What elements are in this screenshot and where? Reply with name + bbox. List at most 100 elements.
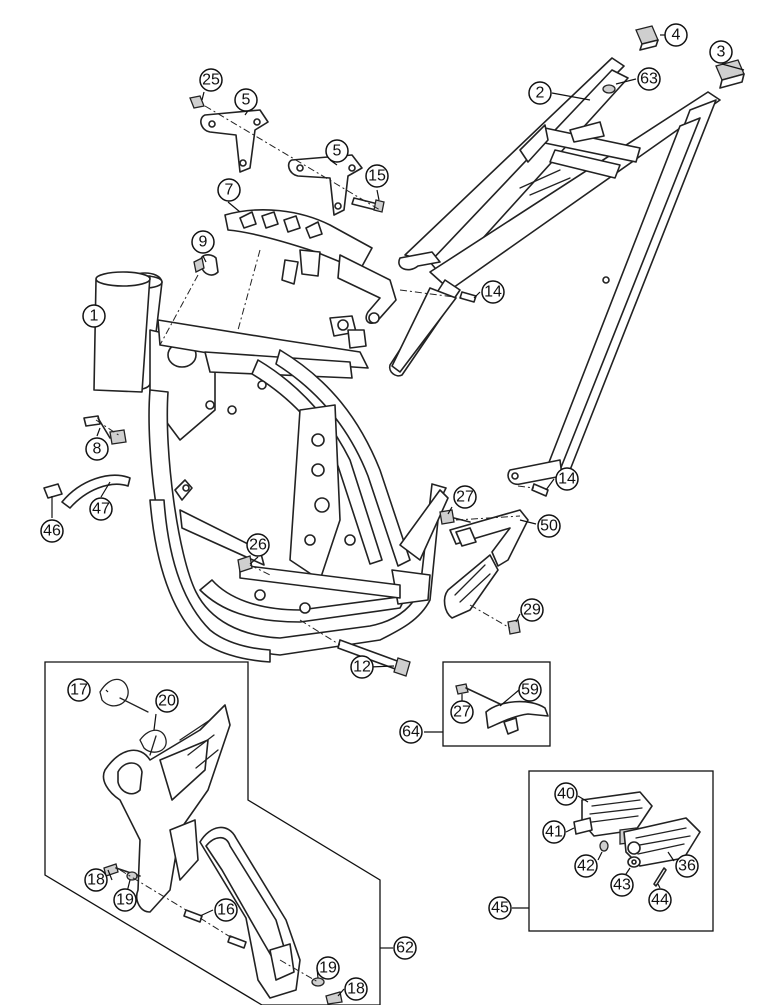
callout-14-lower: 14: [555, 467, 579, 491]
svg-text:16: 16: [217, 902, 235, 919]
callout-5-lower: 5: [325, 139, 349, 163]
hose-47: [61, 474, 131, 509]
chain-slider-59: [455, 683, 549, 735]
callout-15: 15: [365, 164, 389, 188]
svg-text:25: 25: [202, 72, 220, 89]
bracket-bolt-15: [351, 197, 385, 213]
callout-44: 44: [648, 888, 672, 912]
svg-text:17: 17: [70, 682, 88, 699]
bolt-14-lower: [531, 483, 549, 497]
svg-text:4: 4: [672, 27, 681, 44]
callout-45: 45: [488, 896, 512, 920]
callout-63: 62: [393, 936, 417, 960]
svg-text:5: 5: [242, 92, 251, 109]
svg-text:26: 26: [249, 537, 267, 554]
svg-text:64: 64: [402, 724, 420, 741]
rubber-grommet-62: [602, 78, 637, 94]
bolt-26: [237, 555, 253, 573]
callout-18-left: 18: [84, 868, 108, 892]
cable-tie-20: [139, 729, 167, 756]
callout-leaders: [51, 34, 745, 997]
svg-text:18: 18: [87, 872, 105, 889]
callout-41: 41: [542, 820, 566, 844]
svg-text:3: 3: [717, 44, 726, 61]
main-frame: [93, 271, 449, 663]
clamp-46: [43, 483, 63, 499]
end-plug-3: [715, 59, 745, 89]
svg-text:8: 8: [93, 441, 102, 458]
svg-text:44: 44: [651, 892, 669, 909]
callout-17: 17: [67, 678, 91, 702]
callout-16: 16: [214, 898, 238, 922]
svg-text:7: 7: [225, 182, 234, 199]
callout-62: 63: [637, 67, 661, 91]
callout-5-upper: 5: [234, 88, 258, 112]
callout-14-upper: 14: [481, 280, 505, 304]
svg-text:9: 9: [199, 234, 208, 251]
svg-text:62: 62: [396, 940, 414, 957]
svg-text:19: 19: [319, 960, 337, 977]
svg-text:12: 12: [353, 659, 371, 676]
callout-4: 4: [664, 23, 688, 47]
svg-text:27: 27: [453, 704, 471, 721]
callout-43: 43: [610, 873, 634, 897]
washer-43: [627, 856, 641, 868]
callout-64: 64: [399, 720, 423, 744]
callout-46: 46: [40, 519, 64, 543]
svg-text:14: 14: [484, 284, 502, 301]
svg-text:27: 27: [456, 489, 474, 506]
callout-2: 2: [528, 81, 552, 105]
clip-9: [193, 253, 219, 276]
callout-18-right: 18: [344, 977, 368, 1001]
cover-29: [443, 554, 521, 635]
svg-text:18: 18: [347, 981, 365, 998]
svg-text:47: 47: [92, 501, 110, 518]
callout-7: 7: [217, 178, 241, 202]
spring-42: [599, 840, 609, 852]
chain-guide-kit-box: [442, 661, 551, 747]
svg-text:50: 50: [540, 518, 558, 535]
long-bolt-12: [337, 639, 411, 677]
bolt-8: [83, 415, 127, 445]
end-plug-4: [635, 25, 659, 51]
callout-19-left: 19: [113, 888, 137, 912]
svg-text:63: 63: [640, 71, 658, 88]
svg-text:14: 14: [558, 471, 576, 488]
frame-guard-kit-box: [44, 661, 381, 1005]
svg-text:43: 43: [613, 877, 631, 894]
svg-text:1: 1: [90, 308, 99, 325]
callout-27-upper: 27: [453, 485, 477, 509]
svg-text:36: 36: [678, 858, 696, 875]
svg-text:42: 42: [577, 858, 595, 875]
bracket-bolt-25: [189, 95, 205, 109]
callout-47: 47: [89, 497, 113, 521]
frame-guard-left: [102, 704, 231, 913]
guard-screws: [103, 863, 343, 1005]
callout-25: 25: [199, 68, 223, 92]
engine-bracket-left: [200, 109, 269, 173]
cotter-pin-44: [653, 867, 667, 887]
callout-29: 29: [520, 598, 544, 622]
svg-text:59: 59: [521, 682, 539, 699]
svg-text:45: 45: [491, 900, 509, 917]
callout-50: 50: [537, 514, 561, 538]
footrest-kit-box: [528, 770, 714, 932]
callout-8: 8: [85, 437, 109, 461]
svg-text:15: 15: [368, 168, 386, 185]
rear-subframe: [388, 57, 721, 486]
engine-bracket-right: [287, 154, 363, 216]
svg-text:46: 46: [43, 523, 61, 540]
callout-20: 20: [155, 689, 179, 713]
bolt-14-upper: [459, 291, 477, 303]
callout-9: 9: [191, 230, 215, 254]
callout-27-lower: 27: [450, 700, 474, 724]
svg-text:29: 29: [523, 602, 541, 619]
callout-26: 26: [246, 533, 270, 557]
holder-7: [224, 209, 397, 324]
bracket-50: [439, 509, 529, 567]
callout-40: 40: [554, 782, 578, 806]
callout-59: 59: [518, 678, 542, 702]
callout-19-right: 19: [316, 956, 340, 980]
callout-12: 12: [350, 655, 374, 679]
